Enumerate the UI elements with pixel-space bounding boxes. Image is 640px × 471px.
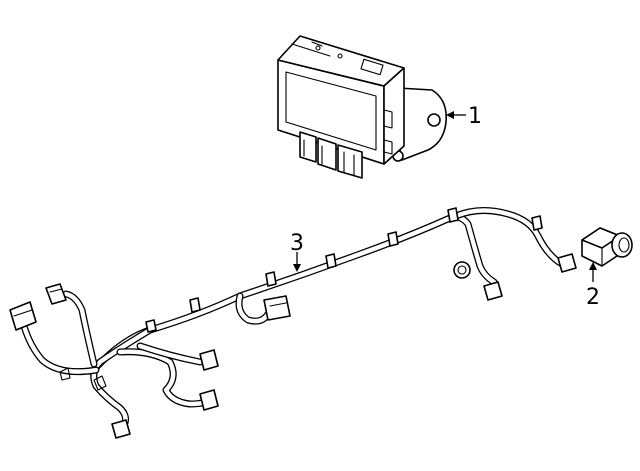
harness-connector-sensor [557,253,577,273]
harness-connector-bottom-left [111,419,131,439]
module-body-side [383,67,405,165]
bracket-bolt-hole [427,113,441,127]
callout-3-label: 3 [290,231,304,256]
harness-grommet [453,261,471,279]
control-module[interactable] [277,35,448,179]
harness-connector-far-left [9,301,37,331]
callout-1: 1 [446,104,482,129]
harness-connector-lower-mid [199,349,219,371]
harness-connector-top-left [45,283,67,305]
harness-clip [447,207,459,223]
harness-connector-right [483,281,503,301]
harness-clip [189,297,201,313]
harness-clip [145,319,157,333]
harness-connector-lower [199,389,219,411]
module-connector-2 [317,137,337,171]
harness-clip [531,215,543,231]
callout-2-label: 2 [586,285,600,310]
callout-2: 2 [586,262,600,310]
module-connector-1 [299,131,317,163]
parking-sensor[interactable] [581,227,633,267]
callout-1-label: 1 [468,104,482,129]
wiring-harness[interactable] [9,207,577,439]
module-mounting-bracket [397,87,448,161]
harness-clip [387,231,399,247]
harness-connector-mid [263,295,291,321]
callout-3: 3 [290,231,304,272]
harness-clip [325,253,337,269]
harness-clip [265,271,277,287]
